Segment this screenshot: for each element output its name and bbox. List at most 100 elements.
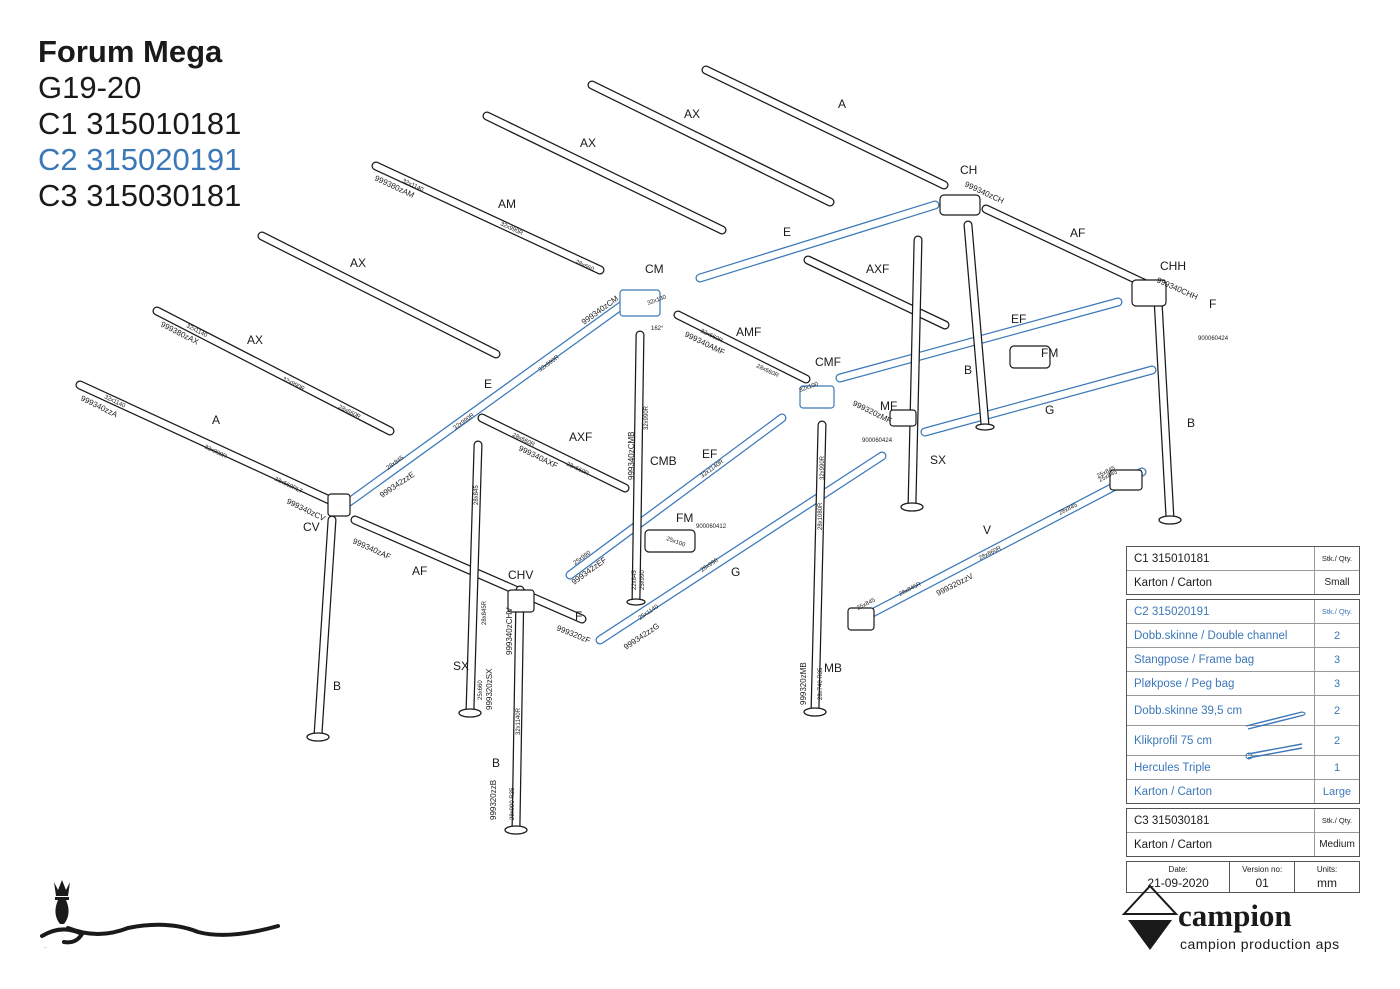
svg-text:MB: MB <box>824 661 842 675</box>
meta-box: Date: 21-09-2020 Version no: 01 Units: mm <box>1126 861 1360 893</box>
svg-text:FM: FM <box>676 511 693 525</box>
part-qty: Medium <box>1314 833 1359 856</box>
date-value: 21-09-2020 <box>1147 876 1209 890</box>
svg-text:AXF: AXF <box>866 262 889 276</box>
svg-text:B: B <box>492 756 500 770</box>
units-label: Units: <box>1316 865 1338 874</box>
qty-header: Stk./ Qty. <box>1314 809 1359 832</box>
svg-text:32x1140R: 32x1140R <box>700 459 726 480</box>
svg-text:32x1140R: 32x1140R <box>516 707 522 735</box>
c1-code: C1 315010181 <box>38 106 242 141</box>
svg-text:AXF: AXF <box>569 430 592 444</box>
svg-text:999340zAF: 999340zAF <box>351 537 392 562</box>
double-channel-icon <box>1245 710 1306 730</box>
svg-text:900060412: 900060412 <box>696 524 727 530</box>
click-profile-icon <box>1245 742 1303 759</box>
svg-text:25x660: 25x660 <box>478 680 484 700</box>
svg-text:FM: FM <box>1041 346 1058 360</box>
svg-text:28x1080R: 28x1080R <box>818 502 824 530</box>
svg-text:SX: SX <box>453 659 469 673</box>
svg-text:CV: CV <box>303 520 320 534</box>
svg-text:999320zSX: 999320zSX <box>485 668 494 710</box>
svg-text:999320zMB: 999320zMB <box>799 662 808 705</box>
svg-text:B: B <box>1187 416 1195 430</box>
c2-group: C2 315020191 Stk./ Qty. Dobb.skinne / Dou… <box>1126 599 1360 804</box>
part-label: Klikprofil 75 cm <box>1134 734 1212 747</box>
svg-text:SX: SX <box>930 453 946 467</box>
svg-text:V: V <box>983 523 991 537</box>
svg-text:900060424: 900060424 <box>862 438 893 444</box>
svg-text:28x740 R35: 28x740 R35 <box>818 667 824 700</box>
svg-text:AF: AF <box>412 564 427 578</box>
part-label: Karton / Carton <box>1134 576 1212 589</box>
part-label: Karton / Carton <box>1134 838 1212 851</box>
svg-text:28x845: 28x845 <box>474 485 480 505</box>
svg-text:AF: AF <box>1070 226 1085 240</box>
svg-text:B: B <box>964 363 972 377</box>
svg-text:28x990 R35: 28x990 R35 <box>510 787 516 820</box>
svg-text:28x845R: 28x845R <box>482 600 488 625</box>
svg-text:EF: EF <box>1011 312 1026 326</box>
c3-code: C3 315030181 <box>38 178 242 213</box>
svg-text:162°: 162° <box>651 326 664 332</box>
c2-header: C2 315020191 <box>1134 605 1210 618</box>
svg-text:CHV: CHV <box>508 568 533 582</box>
model-title: Forum Mega <box>38 34 223 69</box>
svg-text:A: A <box>838 97 846 111</box>
svg-text:CMB: CMB <box>650 454 677 468</box>
svg-text:AMF: AMF <box>736 325 761 339</box>
part-labels: A AX AX AM AX AX A CH AF CHH F E CM AXF … <box>212 97 1216 770</box>
svg-text:A: A <box>212 413 220 427</box>
svg-text:CMF: CMF <box>815 355 841 369</box>
units-value: mm <box>1317 876 1338 890</box>
svg-text:E: E <box>484 377 492 391</box>
date-label: Date: <box>1168 865 1188 874</box>
svg-text:32x990R: 32x990R <box>644 405 650 430</box>
svg-text:AM: AM <box>498 197 516 211</box>
model-code: G19-20 <box>38 70 142 105</box>
title-block: Forum Mega G19-20 C1 315010181 C2 315020… <box>38 34 241 214</box>
svg-text:F: F <box>1209 297 1216 311</box>
svg-text:EF: EF <box>702 447 717 461</box>
part-qty: Small <box>1314 571 1359 594</box>
campion-subtitle: campion production aps <box>1180 936 1340 952</box>
svg-text:B: B <box>333 679 341 693</box>
qty-header: Stk./ Qty. <box>1314 547 1359 570</box>
pole-dimensions: 32x1140 32x990R 28x660 32x1140 32x990R 2… <box>103 178 1119 820</box>
part-qty: Large <box>1314 780 1359 803</box>
svg-text:32x990R: 32x990R <box>820 455 826 480</box>
part-label: Pløkpose / Peg bag <box>1134 677 1235 690</box>
svg-text:AX: AX <box>247 333 263 347</box>
svg-text:999340zCHV: 999340zCHV <box>505 607 514 655</box>
c1-header: C1 315010181 <box>1134 552 1210 565</box>
svg-text:999340zCMB: 999340zCMB <box>627 432 636 480</box>
svg-text:22x845: 22x845 <box>632 570 638 590</box>
campion-logo-icon <box>1122 884 1178 950</box>
svg-text:CH: CH <box>960 163 977 177</box>
svg-text:E: E <box>783 225 791 239</box>
svg-text:F: F <box>575 609 582 623</box>
c2-code: C2 315020191 <box>38 142 242 177</box>
svg-text:AX: AX <box>580 136 596 150</box>
part-label: Hercules Triple <box>1134 761 1211 774</box>
svg-text:G: G <box>731 565 740 579</box>
c1-group: C1 315010181 Stk./ Qty. Karton / Carton Sm… <box>1126 546 1360 595</box>
svg-text:MF: MF <box>880 399 897 413</box>
part-qty: 2 <box>1314 726 1359 755</box>
version-value: 01 <box>1255 876 1269 890</box>
svg-text:900060424: 900060424 <box>1198 336 1229 342</box>
svg-text:Isabella: Isabella <box>44 947 48 949</box>
part-qty: 3 <box>1314 672 1359 695</box>
part-label: Dobb.skinne / Double channel <box>1134 629 1288 642</box>
qty-header: Stk./ Qty. <box>1314 600 1359 623</box>
part-qty: 2 <box>1314 624 1359 647</box>
svg-text:AX: AX <box>684 107 700 121</box>
svg-text:G: G <box>1045 403 1054 417</box>
svg-text:AX: AX <box>350 256 366 270</box>
part-label: Stangpose / Frame bag <box>1134 653 1255 666</box>
svg-text:25x990: 25x990 <box>640 570 646 590</box>
version-label: Version no: <box>1242 865 1283 874</box>
